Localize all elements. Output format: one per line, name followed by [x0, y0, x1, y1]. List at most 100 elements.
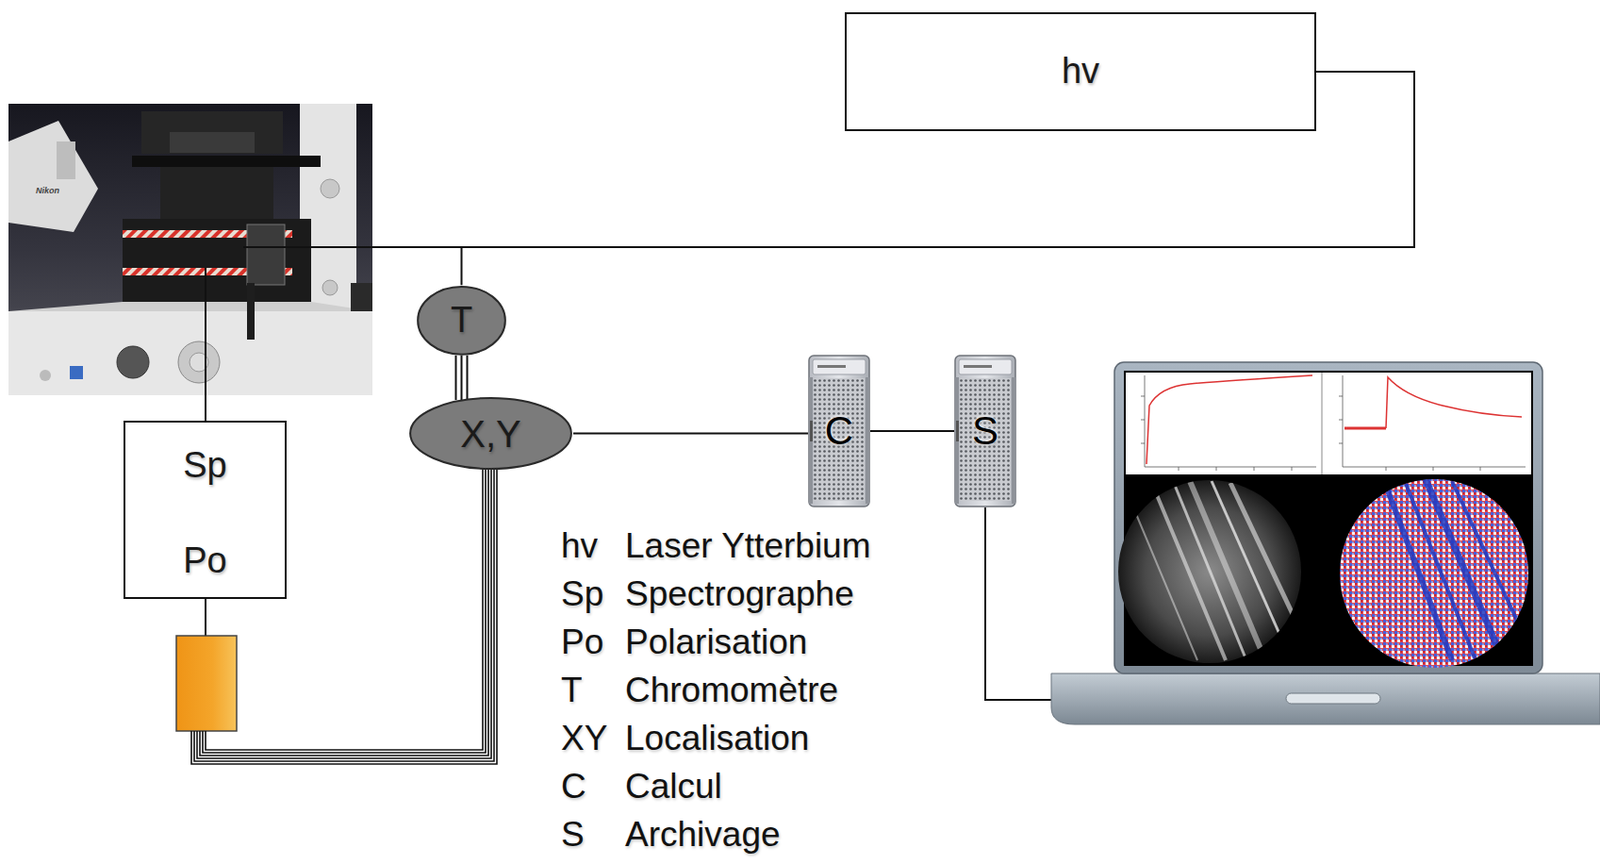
laptop — [1173, 482, 1247, 660]
laptop — [1385, 478, 1518, 660]
node-label: C — [824, 408, 854, 454]
server-outline — [808, 377, 813, 504]
laptop — [1136, 513, 1198, 660]
server-tower: C — [808, 354, 871, 508]
legend-text: Calcul — [625, 766, 723, 808]
microscope-photo — [56, 141, 76, 180]
microscope-photo — [8, 301, 373, 312]
node-label: Sp — [182, 445, 227, 487]
legend-key: hv — [560, 526, 598, 567]
legend-text: Chromomètre — [625, 670, 839, 711]
laptop — [1342, 375, 1526, 467]
server-outline — [817, 364, 846, 368]
wire — [205, 247, 1052, 700]
microscope-photo — [247, 224, 285, 285]
ellipse-outline — [410, 397, 572, 469]
chromometer-ellipse: T — [416, 284, 507, 357]
wire — [204, 598, 207, 636]
node-label: hv — [1061, 50, 1100, 93]
laser-box: hv — [844, 12, 1317, 132]
server-outline — [958, 359, 1012, 375]
laptop — [1114, 362, 1543, 674]
microscope-photo — [8, 103, 373, 396]
legend-text: Localisation — [625, 718, 809, 759]
server-outline — [808, 355, 870, 507]
detector — [176, 635, 237, 731]
laptop — [1051, 362, 1600, 725]
laptop — [1344, 427, 1386, 430]
node-label: T — [450, 299, 473, 342]
laptop — [1051, 673, 1600, 725]
microscope-photo — [122, 218, 312, 314]
node-label: X,Y — [460, 412, 521, 456]
server-outline — [963, 364, 992, 368]
laptop — [1146, 375, 1313, 464]
server-outline — [959, 378, 1011, 501]
server-tower: S — [954, 354, 1017, 508]
ellipse-outline — [417, 286, 506, 355]
microscope-photo — [69, 365, 83, 380]
laptop — [1339, 478, 1529, 668]
microscope-photo — [8, 311, 373, 396]
brand-label: Nikon — [35, 185, 60, 196]
laptop — [1385, 377, 1522, 429]
wire — [243, 246, 462, 248]
microscope-photo — [131, 155, 321, 167]
microscope-photo — [178, 341, 220, 383]
localisation-ellipse: X,Y — [408, 395, 574, 471]
laptop — [1144, 375, 1317, 467]
server-outline — [955, 355, 1016, 507]
connector-line — [870, 429, 955, 432]
legend-key: Sp — [560, 574, 604, 615]
legend-key: T — [560, 670, 583, 711]
laptop — [1118, 479, 1302, 663]
legend-text: Spectrographe — [625, 574, 855, 615]
microscope-photo — [169, 131, 255, 153]
microscope-photo — [322, 280, 338, 296]
spectrograph-box: SpPo — [123, 420, 287, 599]
server-outline — [813, 378, 865, 501]
laptop — [1211, 480, 1287, 651]
laptop — [1189, 480, 1264, 656]
node-label: Po — [182, 540, 227, 582]
laptop — [1136, 480, 1302, 660]
laptop — [1125, 372, 1532, 475]
laptop — [1286, 692, 1381, 704]
laptop — [1339, 478, 1529, 668]
microscope-photo — [350, 282, 373, 312]
wire — [985, 507, 1052, 700]
microscope-photo — [39, 369, 51, 381]
laptop — [1140, 395, 1292, 471]
connector-line — [573, 432, 809, 435]
legend-key: Po — [560, 622, 604, 663]
laptop — [1451, 480, 1518, 623]
server-outline — [1011, 377, 1016, 504]
laptop — [1230, 482, 1302, 632]
laptop — [1321, 372, 1323, 475]
laptop — [1338, 395, 1481, 471]
node-label: S — [972, 408, 999, 454]
laptop — [1154, 490, 1226, 660]
server-outline — [865, 377, 870, 504]
server-outline — [956, 420, 959, 442]
legend-key: XY — [560, 718, 608, 759]
legend-text: Archivage — [625, 814, 781, 856]
legend-key: S — [560, 814, 585, 856]
microscope-photo — [141, 111, 283, 154]
laptop — [1118, 479, 1302, 663]
microscope-photo — [320, 179, 340, 198]
legend-key: C — [560, 766, 587, 808]
server-outline — [812, 359, 866, 375]
server-outline — [955, 377, 959, 504]
wire — [204, 267, 207, 421]
microscope-photo — [8, 120, 99, 232]
microscope-photo — [8, 103, 373, 396]
legend-text: Polarisation — [625, 622, 808, 663]
microscope-photo — [116, 346, 149, 379]
legend-text: Laser Ytterbium — [625, 526, 872, 567]
microscope-photo — [247, 282, 255, 340]
connector-line — [456, 355, 468, 400]
server-outline — [809, 420, 813, 442]
microscope-photo — [160, 166, 274, 219]
